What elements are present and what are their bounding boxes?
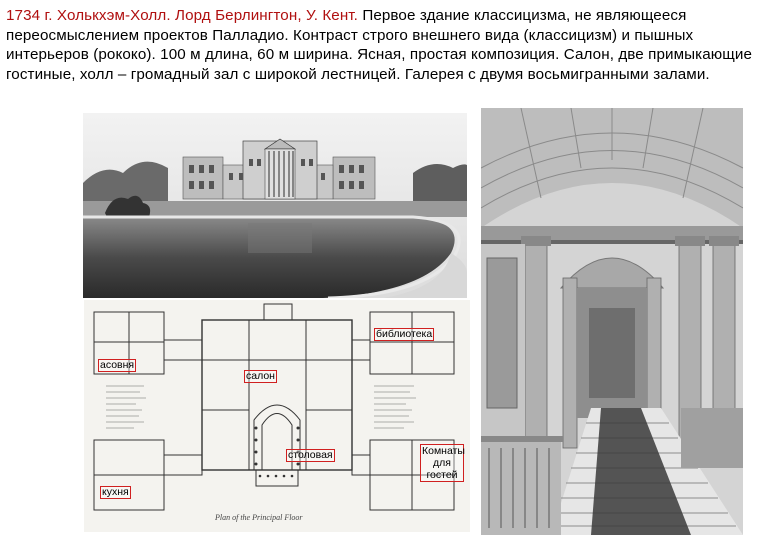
description-text: Первое здание классицизма, не являющееся… xyxy=(6,7,753,83)
label-chapel: асовня xyxy=(98,359,137,372)
exterior-photo xyxy=(83,113,467,298)
label-library: библиотека xyxy=(374,328,435,341)
label-guest-rooms: Комнаты для гостей xyxy=(420,444,465,482)
floor-plan: Plan of the Principal Floor xyxy=(84,300,470,532)
description-paragraph: 1734 г. Холькхэм-Холл. Лорд Берлингтон, … xyxy=(6,6,774,84)
interior-hall-photo xyxy=(481,108,743,535)
label-dining: столовая xyxy=(286,449,335,462)
plan-caption: Plan of the Principal Floor xyxy=(215,513,303,522)
label-kitchen: кухня xyxy=(100,486,131,499)
description-title: 1734 г. Холькхэм-Холл. Лорд Берлингтон, … xyxy=(6,7,358,24)
label-salon: салон xyxy=(244,370,277,383)
